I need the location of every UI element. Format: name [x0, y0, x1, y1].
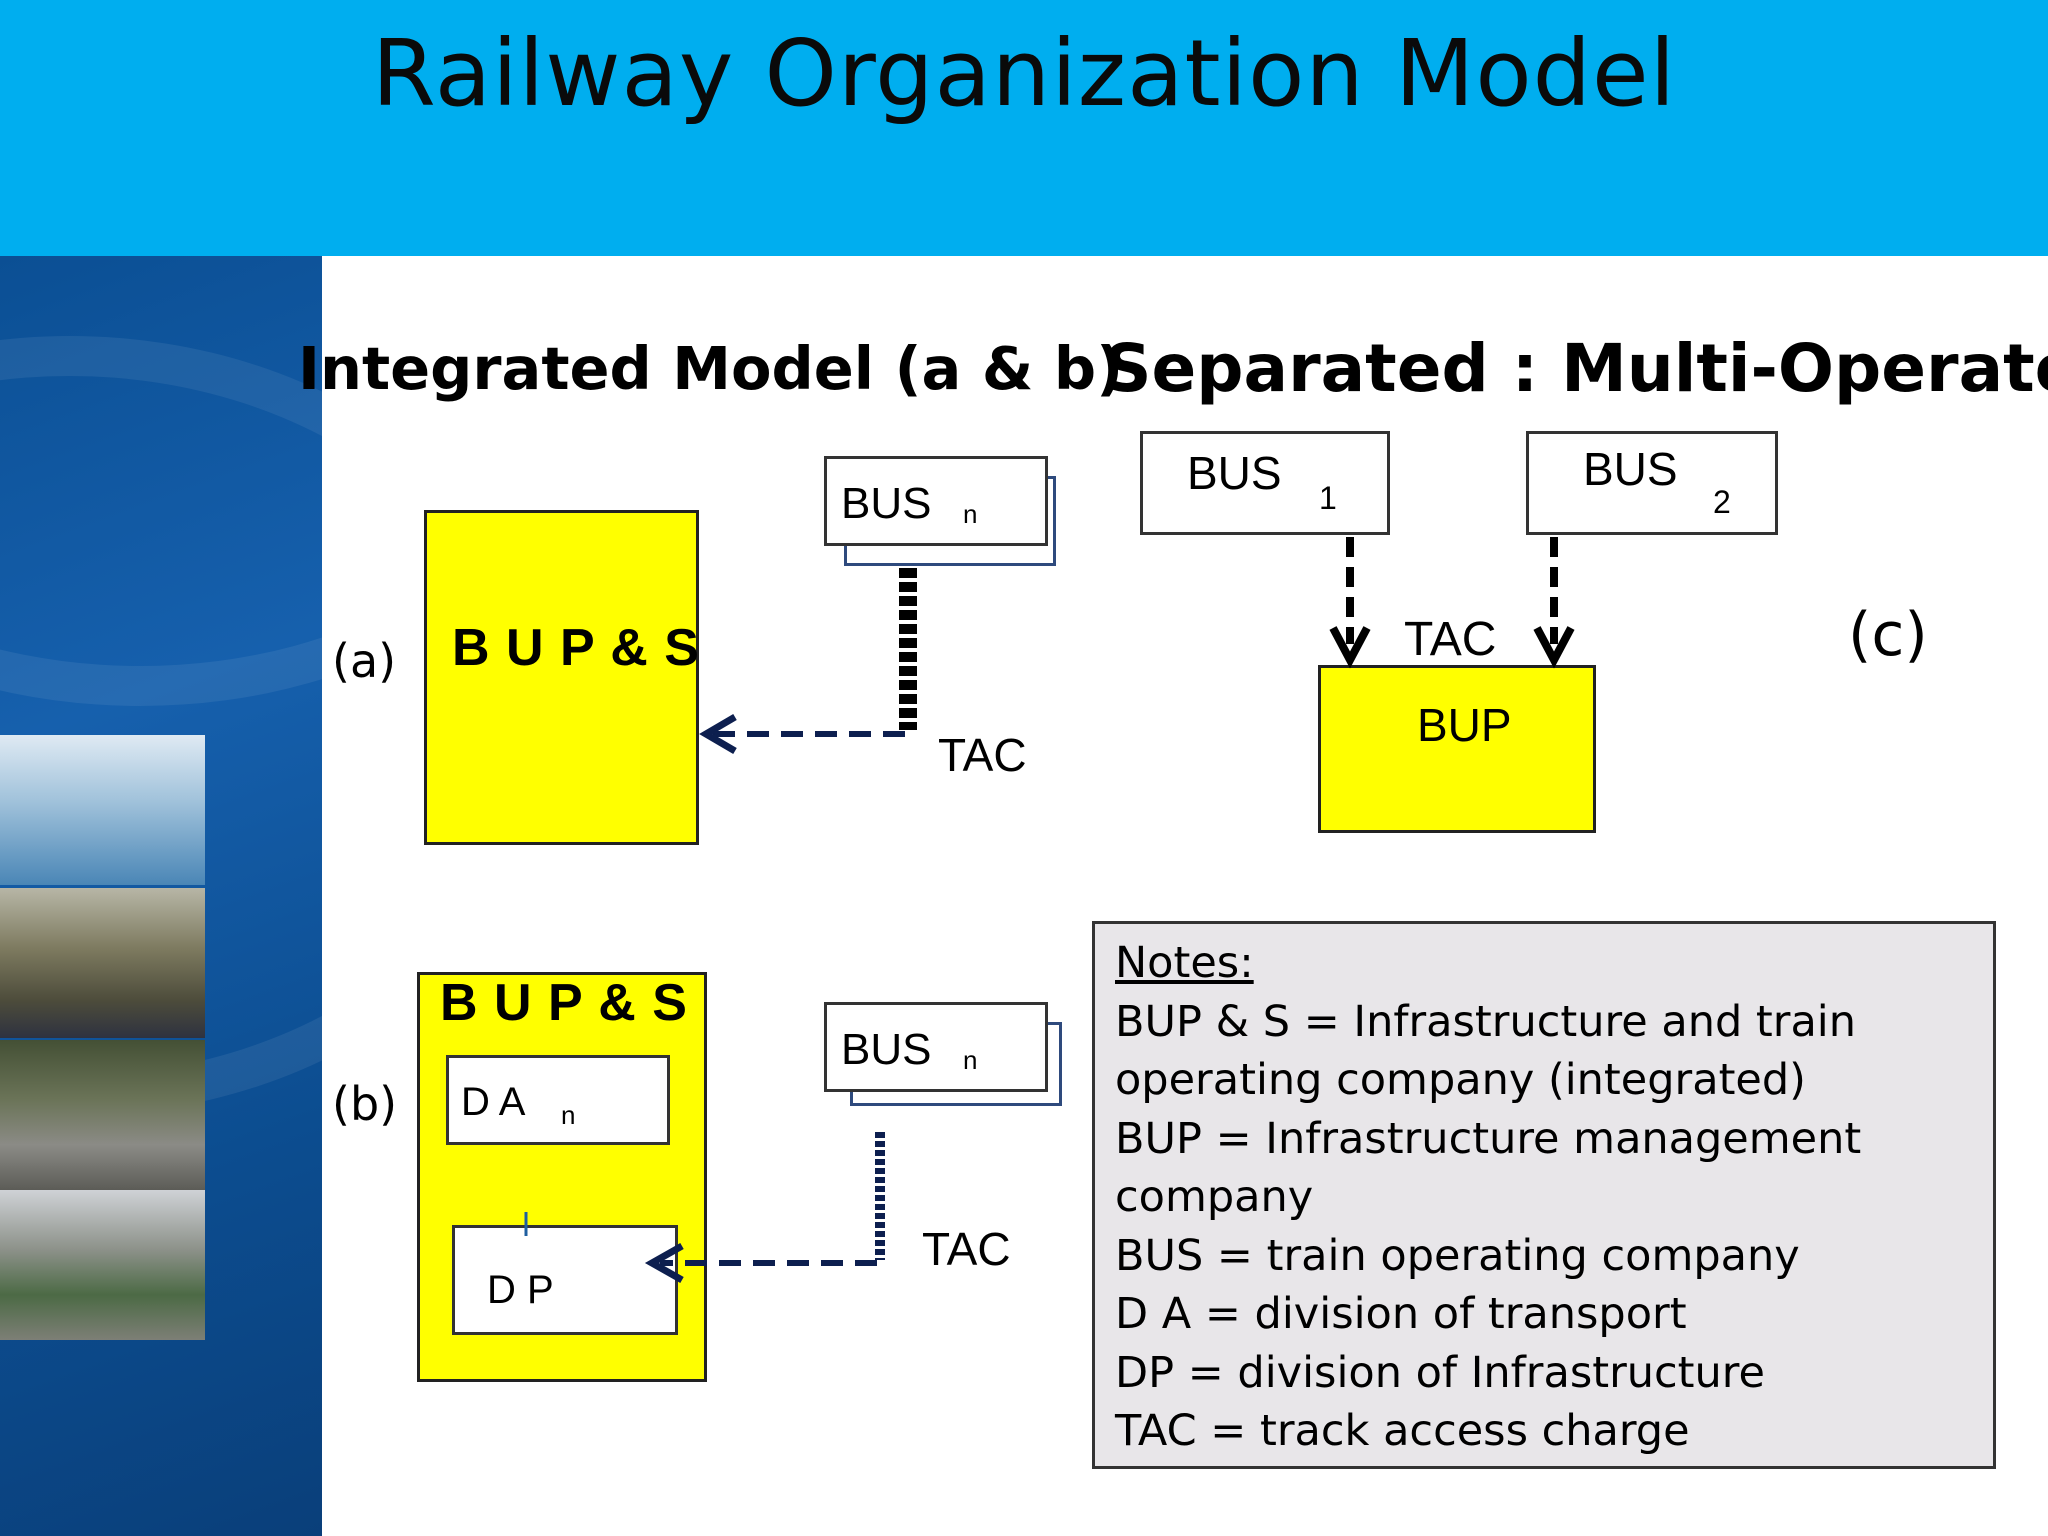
- notes-line: BUS = train operating company: [1115, 1230, 1800, 1281]
- da-label: D A: [461, 1080, 526, 1124]
- bus1-subscript: 1: [1319, 480, 1337, 516]
- notes-line: DP = division of Infrastructure: [1115, 1347, 1765, 1398]
- bus1-arrowhead: [1329, 626, 1371, 669]
- bup-box: BUP: [1318, 665, 1596, 833]
- bups-box-b: B U P & S D A n D P: [417, 972, 707, 1382]
- da-subscript: n: [561, 1100, 576, 1130]
- bups-box-a: B U P & S: [424, 510, 699, 845]
- da-box: D A n: [446, 1055, 670, 1145]
- notes-box: Notes: BUP & S = Infrastructure and trai…: [1092, 921, 1996, 1469]
- bup-label: BUP: [1417, 699, 1512, 751]
- train-photo: [0, 1190, 205, 1340]
- bus2-arrowhead: [1533, 626, 1575, 669]
- bus2-box: BUS 2: [1526, 431, 1778, 535]
- notes-line: operating company (integrated): [1115, 1055, 1806, 1105]
- notes-line: BUP = Infrastructure management: [1115, 1113, 1862, 1164]
- tac-arrowhead-b: [644, 1242, 684, 1284]
- notes-line: D A = division of transport: [1115, 1289, 1687, 1339]
- port-cranes-photo: [0, 888, 205, 1038]
- bus-label-a: BUS: [841, 479, 932, 528]
- separated-model-heading: Separated : Multi-Operator: [1104, 330, 2048, 407]
- dp-box: D P: [452, 1225, 678, 1335]
- bus-label-b: BUS: [841, 1025, 932, 1074]
- water-splash-photo: [0, 735, 205, 885]
- dp-label: D P: [487, 1268, 554, 1312]
- bus-box-a: BUS n: [824, 456, 1048, 546]
- bus1-label: BUS: [1187, 447, 1282, 499]
- tac-arrowhead-a: [699, 713, 737, 755]
- bups-label-b: B U P & S: [440, 974, 688, 1032]
- tac-label-c: TAC: [1404, 613, 1497, 666]
- diagram-c-label: (c): [1848, 600, 1928, 670]
- bus-subscript-a: n: [963, 499, 978, 529]
- bus1-box: BUS 1: [1140, 431, 1390, 535]
- bus2-label: BUS: [1583, 443, 1678, 495]
- notes-heading: Notes:: [1115, 938, 1254, 988]
- highway-traffic-photo: [0, 1040, 205, 1190]
- tac-label-a: TAC: [938, 729, 1027, 781]
- notes-line: TAC = track access charge: [1115, 1406, 1690, 1456]
- notes-line: BUP & S = Infrastructure and train: [1115, 996, 1856, 1047]
- slide-title: Railway Organization Model: [371, 20, 1677, 127]
- bups-label-a: B U P & S: [452, 619, 700, 677]
- bus-subscript-b: n: [963, 1045, 978, 1075]
- diagram-a-label: (a): [332, 634, 397, 688]
- tac-label-b: TAC: [922, 1223, 1011, 1275]
- bus2-subscript: 2: [1713, 484, 1731, 520]
- bus-box-b: BUS n: [824, 1002, 1048, 1092]
- notes-line: company: [1115, 1172, 1314, 1222]
- diagram-b-label: (b): [332, 1077, 398, 1131]
- integrated-model-heading: Integrated Model (a & b): [298, 334, 1124, 403]
- title-bar: [0, 0, 2048, 256]
